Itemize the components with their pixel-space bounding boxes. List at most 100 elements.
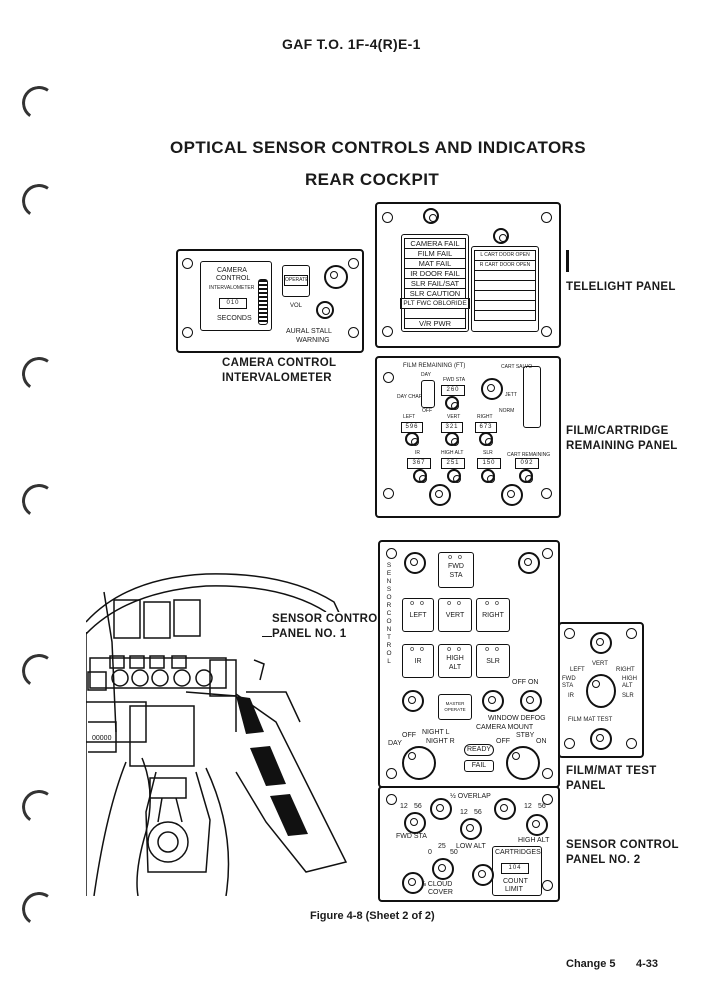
cart-remaining-knob[interactable] xyxy=(519,469,533,483)
master-operate-label: MASTER OPERATE xyxy=(444,701,466,712)
test-knob[interactable] xyxy=(493,228,509,244)
cloud-cover-knob[interactable] xyxy=(432,858,454,880)
caption-telelight: TELELIGHT PANEL xyxy=(566,281,676,293)
night-r-label: NIGHT R xyxy=(426,738,455,745)
seconds-label: SECONDS xyxy=(217,315,252,322)
fwd-sta-knob[interactable] xyxy=(445,396,459,410)
screw xyxy=(386,794,397,805)
day-night-toggle[interactable] xyxy=(421,380,435,408)
overlap-dimmer[interactable] xyxy=(494,798,516,820)
binder-hole xyxy=(19,787,59,827)
window-defog-switch[interactable] xyxy=(520,690,542,712)
screw xyxy=(541,212,552,223)
high-alt-button[interactable]: o o HIGH ALT xyxy=(438,644,472,678)
cart-remaining-label: CART REMAINING xyxy=(507,452,551,458)
cartridge-count[interactable]: 104 xyxy=(501,863,529,874)
day-label: DAY xyxy=(421,372,431,378)
screw xyxy=(386,548,397,559)
slr-knob[interactable] xyxy=(481,469,495,483)
fwd-sta-overlap-knob[interactable] xyxy=(404,812,426,834)
high-alt-knob[interactable] xyxy=(447,469,461,483)
camera-control-panel: CAMERA CONTROL INTERVALOMETER 010 SECOND… xyxy=(176,249,364,353)
aural-indicator-knob[interactable] xyxy=(324,265,348,289)
camera-mount-knob[interactable] xyxy=(506,746,540,780)
dimmer-knob[interactable] xyxy=(402,872,424,894)
cart-salvo-label: CART SALVO xyxy=(501,364,533,370)
n12-a: 12 xyxy=(400,803,408,810)
interval-switch[interactable] xyxy=(258,279,268,325)
low-alt-label: LOW ALT xyxy=(456,843,486,850)
footer-change: Change 5 xyxy=(566,958,616,970)
camera-label: CAMERA xyxy=(217,267,247,274)
off-label: OFF xyxy=(422,408,432,414)
slr-counter: 150 xyxy=(477,458,501,469)
screw xyxy=(542,548,553,559)
ir-counter: 367 xyxy=(407,458,431,469)
ir-label: IR xyxy=(414,658,422,665)
dimmer-knob[interactable] xyxy=(590,632,612,654)
indicator-dots: o o xyxy=(447,600,463,607)
dimmer-knob[interactable] xyxy=(423,208,439,224)
left-knob[interactable] xyxy=(405,432,419,446)
cloud-cover-label-2: COVER xyxy=(428,889,453,896)
vert-button[interactable]: o o VERT xyxy=(438,598,472,632)
overlap-dimmer[interactable] xyxy=(430,798,452,820)
ir-knob[interactable] xyxy=(413,469,427,483)
operate-button[interactable]: OPERATE xyxy=(282,265,310,297)
footer-page: 4-33 xyxy=(636,958,659,970)
right-button[interactable]: o o RIGHT xyxy=(476,598,510,632)
dimmer-knob-left[interactable] xyxy=(429,484,451,506)
ir-label: IR xyxy=(568,693,574,699)
dimmer-knob[interactable] xyxy=(518,552,540,574)
binder-hole xyxy=(19,651,59,691)
volume-knob[interactable] xyxy=(316,301,334,319)
fwd-sta-button[interactable]: o o FWD STA xyxy=(438,552,474,588)
n0: 0 xyxy=(428,849,432,856)
master-operate-button[interactable]: MASTER OPERATE xyxy=(438,694,472,720)
mode-selector-knob[interactable] xyxy=(402,746,436,780)
dimmer-knob[interactable] xyxy=(404,552,426,574)
vol-label: VOL xyxy=(290,303,303,309)
jett-guard[interactable] xyxy=(523,366,541,428)
low-alt-overlap-knob[interactable] xyxy=(460,818,482,840)
telelight-panel: CAMERA FAIL FILM FAIL MAT FAIL IR DOOR F… xyxy=(375,202,561,348)
screw xyxy=(382,326,393,337)
n56-b: 56 xyxy=(474,809,482,816)
indicator-dots: o o xyxy=(485,600,501,607)
mount-on-label: ON xyxy=(536,738,547,745)
cartridges-window: CARTRIDGES 104 COUNT LIMIT xyxy=(492,846,542,896)
rotary-knob[interactable] xyxy=(482,690,504,712)
dimmer-knob[interactable] xyxy=(472,864,494,886)
high-alt-label: HIGH ALT xyxy=(518,837,550,844)
left-button[interactable]: o o LEFT xyxy=(402,598,434,632)
screw xyxy=(542,794,553,805)
norm-label: NORM xyxy=(499,408,515,414)
dimmer-knob-right[interactable] xyxy=(501,484,523,506)
screw xyxy=(541,326,552,337)
screw xyxy=(383,488,394,499)
screw xyxy=(182,258,193,269)
interval-counter[interactable]: 010 xyxy=(219,298,247,309)
interval-window: CAMERA CONTROL INTERVALOMETER 010 SECOND… xyxy=(200,261,272,331)
film-mat-selector-knob[interactable] xyxy=(586,674,616,708)
cart-salvo-knob[interactable] xyxy=(481,378,503,400)
right-label: RIGHT xyxy=(616,667,635,673)
mount-off-label: OFF xyxy=(496,738,510,745)
ir-label: IR xyxy=(415,450,420,456)
limit-label: LIMIT xyxy=(505,886,523,893)
high-alt-label: HIGH ALT xyxy=(622,676,637,689)
ir-button[interactable]: o o IR xyxy=(402,644,434,678)
high-alt-overlap-knob[interactable] xyxy=(526,814,548,836)
figure-caption: Figure 4-8 (Sheet 2 of 2) xyxy=(310,910,435,922)
stby-label: STBY xyxy=(516,732,535,739)
n50: 50 xyxy=(450,849,458,856)
cockpit-drawing: 00000 xyxy=(85,573,349,897)
slr-button[interactable]: o o SLR xyxy=(476,644,510,678)
n12-c: 12 xyxy=(524,803,532,810)
rotary-knob[interactable] xyxy=(402,690,424,712)
vert-knob[interactable] xyxy=(445,432,459,446)
test-knob[interactable] xyxy=(590,728,612,750)
indicator-dots: o o xyxy=(447,646,463,653)
right-knob[interactable] xyxy=(479,432,493,446)
